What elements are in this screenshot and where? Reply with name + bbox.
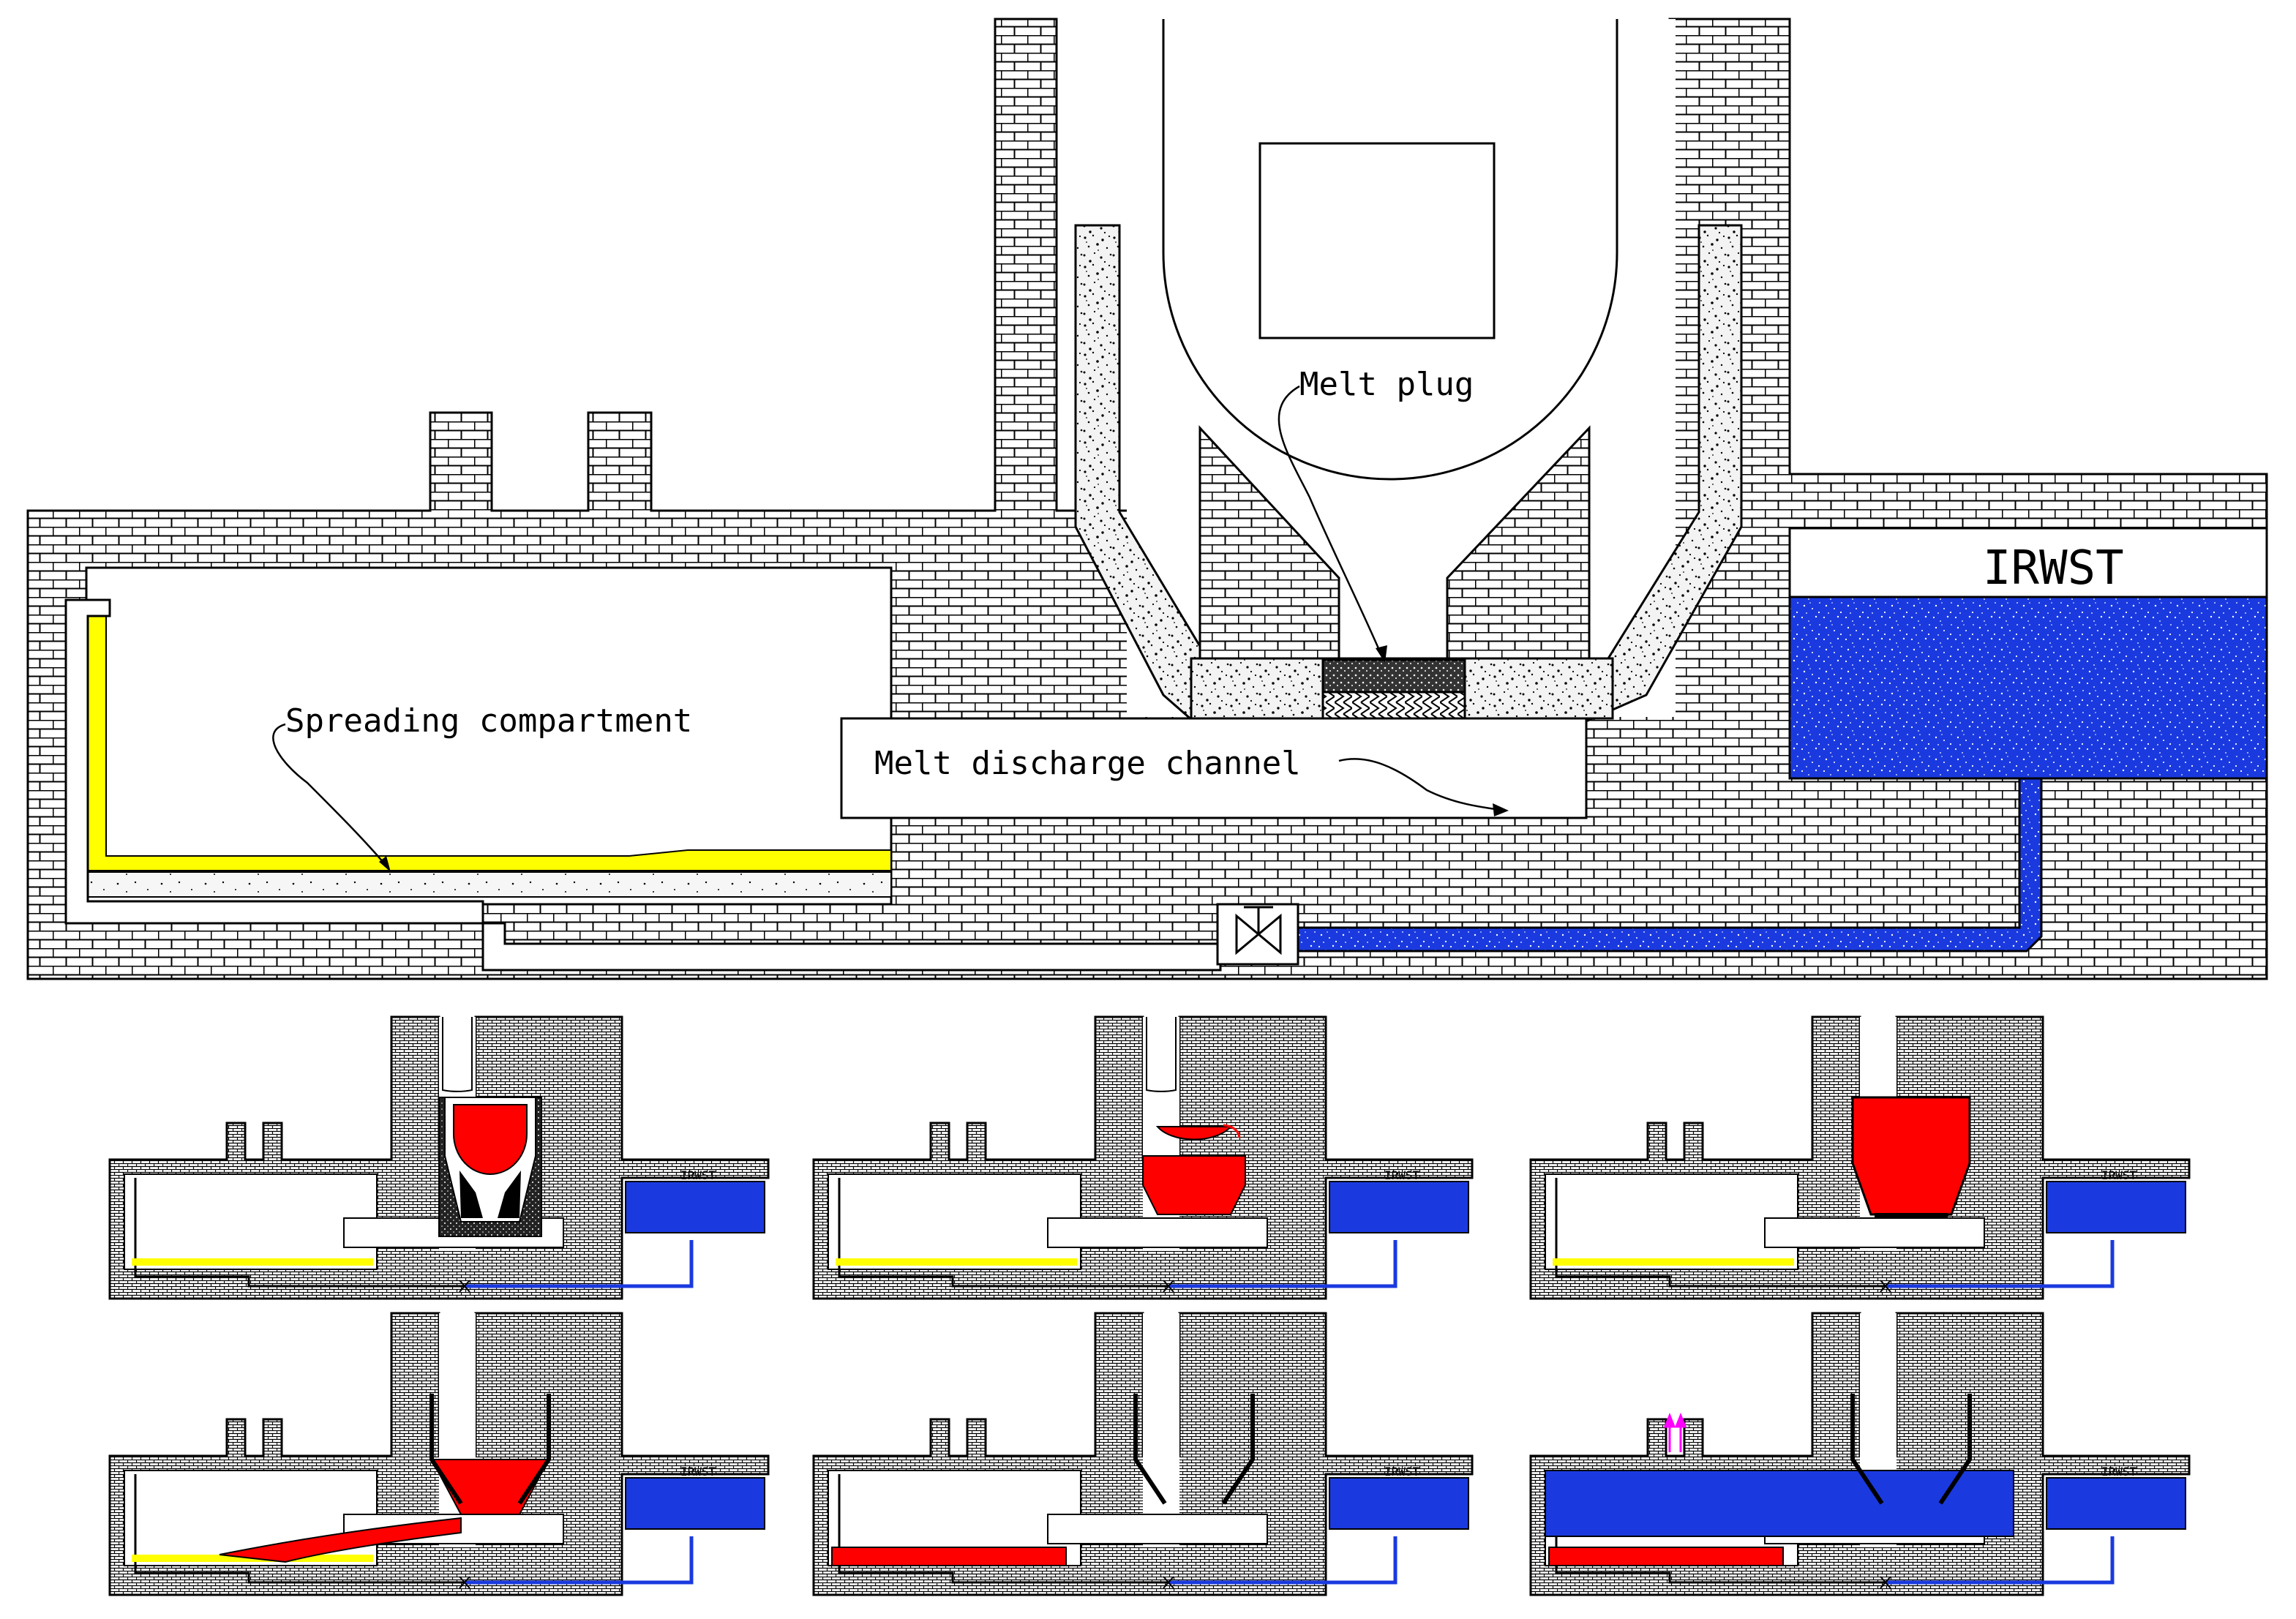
panel-intact: IRWST [110, 1017, 768, 1299]
panel-melt-spread: IRWST [814, 1313, 1472, 1595]
arrowhead-melt-plug [1376, 645, 1387, 663]
panel-irwst-label: IRWST [1384, 1168, 1420, 1182]
plug-support [1321, 691, 1466, 720]
label-spreading-compartment: Spreading compartment [285, 702, 692, 740]
panel-plug-ablation: IRWST [1531, 1017, 2189, 1299]
label-irwst: IRWST [1983, 541, 2124, 596]
irwst-water [1788, 596, 2268, 780]
arrowhead-discharge [1493, 803, 1509, 816]
reactor-vessel [1162, 19, 1618, 481]
core-box [1258, 142, 1496, 339]
main-diagram: Melt plug Spreading compartment Melt dis… [26, 18, 2268, 980]
steam-arrows-icon [1663, 1412, 1687, 1452]
spreading-room [85, 566, 893, 906]
spreading-coolant-layer [86, 614, 892, 871]
leader-discharge [1338, 758, 1507, 812]
leader-melt-plug [1278, 385, 1384, 659]
panel-irwst-label: IRWST [680, 1465, 716, 1479]
label-melt-discharge-channel: Melt discharge channel [874, 745, 1301, 782]
spreading-floor [86, 871, 892, 898]
irwst-airspace [1788, 527, 2268, 598]
panel-flooding: IRWST [1531, 1313, 2189, 1595]
arrowhead-spreading [379, 856, 391, 872]
panel-irwst-label: IRWST [2101, 1465, 2137, 1479]
water-supply-pipe [1286, 777, 2043, 953]
valve-icon [1216, 903, 1299, 966]
panel-irwst-label: IRWST [2101, 1168, 2137, 1182]
sacrificial-lining [1074, 224, 1743, 722]
melt-plug-element [1321, 658, 1466, 694]
panel-melt-discharge: IRWST [110, 1313, 768, 1595]
panel-irwst-label: IRWST [1384, 1465, 1420, 1479]
leader-spreading [272, 723, 389, 868]
passive-cooling-pipe-left [64, 598, 1222, 972]
panel-irwst-label: IRWST [680, 1168, 716, 1182]
panel-melt-relocation: IRWST [814, 1017, 1472, 1299]
label-melt-plug: Melt plug [1299, 366, 1474, 403]
melt-discharge-channel [840, 717, 1588, 819]
